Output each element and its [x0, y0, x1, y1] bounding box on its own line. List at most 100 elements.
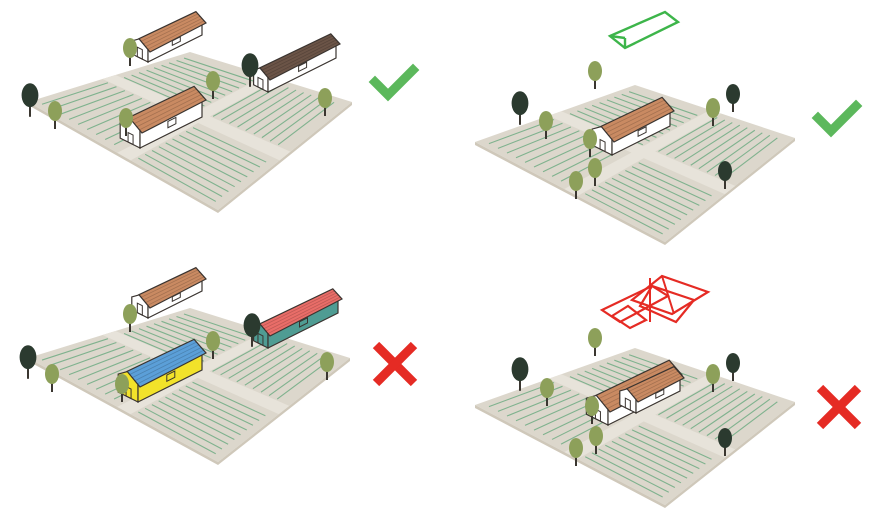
furrow-line	[674, 385, 733, 423]
roof-line	[143, 271, 201, 301]
olive-tree-icon	[48, 101, 62, 129]
furrow-line	[524, 397, 588, 426]
olive-tree-icon	[115, 374, 129, 402]
furrow-line	[146, 69, 219, 100]
door	[257, 76, 264, 91]
furrow-line	[690, 127, 748, 166]
check-icon	[811, 99, 863, 138]
furrow-line	[68, 93, 134, 120]
furrow-line	[269, 99, 327, 142]
furrow-line	[666, 383, 726, 419]
dark-tree-icon	[726, 353, 740, 381]
furrow-line	[176, 315, 246, 341]
furrow-line	[515, 130, 580, 159]
furrow-line	[86, 357, 151, 385]
door	[127, 131, 134, 146]
cross-icon	[372, 341, 418, 387]
furrow-line	[253, 94, 312, 135]
olive-tree-icon	[588, 61, 602, 89]
olive-tree-icon	[706, 364, 720, 392]
furrow-line	[698, 129, 756, 170]
furrow-line	[172, 138, 248, 178]
furrow-line	[682, 124, 741, 163]
furrow-line	[674, 122, 733, 159]
roof-line	[129, 341, 197, 375]
furrow-line	[524, 134, 588, 163]
furrow-line	[542, 141, 605, 173]
path-strip	[564, 109, 722, 196]
furrow-line	[161, 64, 233, 93]
house-roof	[128, 85, 207, 134]
furrow-line	[192, 381, 266, 417]
door	[136, 302, 143, 316]
olive-tree-icon	[588, 328, 602, 356]
furrow-line	[229, 87, 289, 124]
roof-line	[267, 296, 341, 334]
furrow-line	[171, 392, 247, 431]
roof-line	[145, 18, 203, 48]
door	[599, 138, 606, 153]
furrow-line	[77, 97, 143, 125]
furrow-line	[722, 137, 778, 180]
olive-tree-icon	[123, 38, 137, 66]
roof-line	[628, 368, 677, 392]
roof-line	[603, 99, 665, 130]
furrow-line	[168, 62, 240, 89]
roof-line	[633, 373, 681, 398]
furrow-line	[183, 57, 254, 82]
furrow-line	[245, 92, 304, 131]
olive-tree-icon	[123, 304, 137, 332]
house-yellow	[117, 338, 207, 403]
roof-line	[134, 91, 200, 124]
furrow-line	[236, 345, 296, 383]
furrow-line	[690, 390, 748, 430]
furrow-line	[68, 349, 134, 376]
furrow-line	[515, 393, 580, 422]
furrow-line	[165, 142, 242, 183]
roof-line	[131, 88, 197, 121]
ground-edge	[28, 358, 350, 465]
olive-tree-icon	[589, 426, 603, 454]
roof-line	[631, 370, 679, 395]
house-back	[131, 266, 207, 319]
furrow-line	[638, 162, 712, 197]
olive-tree-icon	[320, 352, 334, 380]
furrow-line	[158, 146, 235, 188]
furrow-line	[158, 400, 235, 441]
furrow-line	[682, 388, 741, 426]
dark-tree-icon	[241, 53, 259, 87]
dark-tree-icon	[511, 357, 529, 391]
dark-tree-icon	[19, 345, 37, 379]
furrow-line	[506, 126, 572, 154]
panel-top-right	[475, 61, 795, 245]
furrow-line	[165, 396, 241, 436]
furrow-line	[41, 338, 109, 361]
olive-tree-icon	[119, 108, 133, 136]
furrow-line	[144, 407, 223, 450]
window	[637, 125, 647, 138]
house-right	[253, 33, 341, 93]
roof-line	[263, 292, 337, 330]
furrow-line	[268, 355, 326, 397]
roof-line	[608, 105, 670, 137]
window	[167, 116, 177, 129]
roof-line	[635, 375, 683, 400]
furrow-line	[260, 352, 318, 393]
house-roof	[258, 33, 341, 81]
roof-line	[606, 102, 668, 133]
cross-icon	[816, 384, 862, 430]
furrow-line	[244, 347, 303, 386]
furrow-line	[625, 170, 700, 206]
roof-line	[140, 269, 199, 298]
furrow-line	[584, 456, 663, 498]
olive-tree-icon	[540, 378, 554, 406]
furrow-line	[50, 86, 117, 110]
furrow-line	[59, 345, 125, 371]
roof-line	[263, 37, 335, 74]
roof-line	[145, 274, 203, 304]
dark-tree-icon	[511, 91, 529, 125]
olive-tree-icon	[206, 71, 220, 99]
furrow-line	[144, 153, 223, 198]
furrow-line	[591, 189, 670, 230]
